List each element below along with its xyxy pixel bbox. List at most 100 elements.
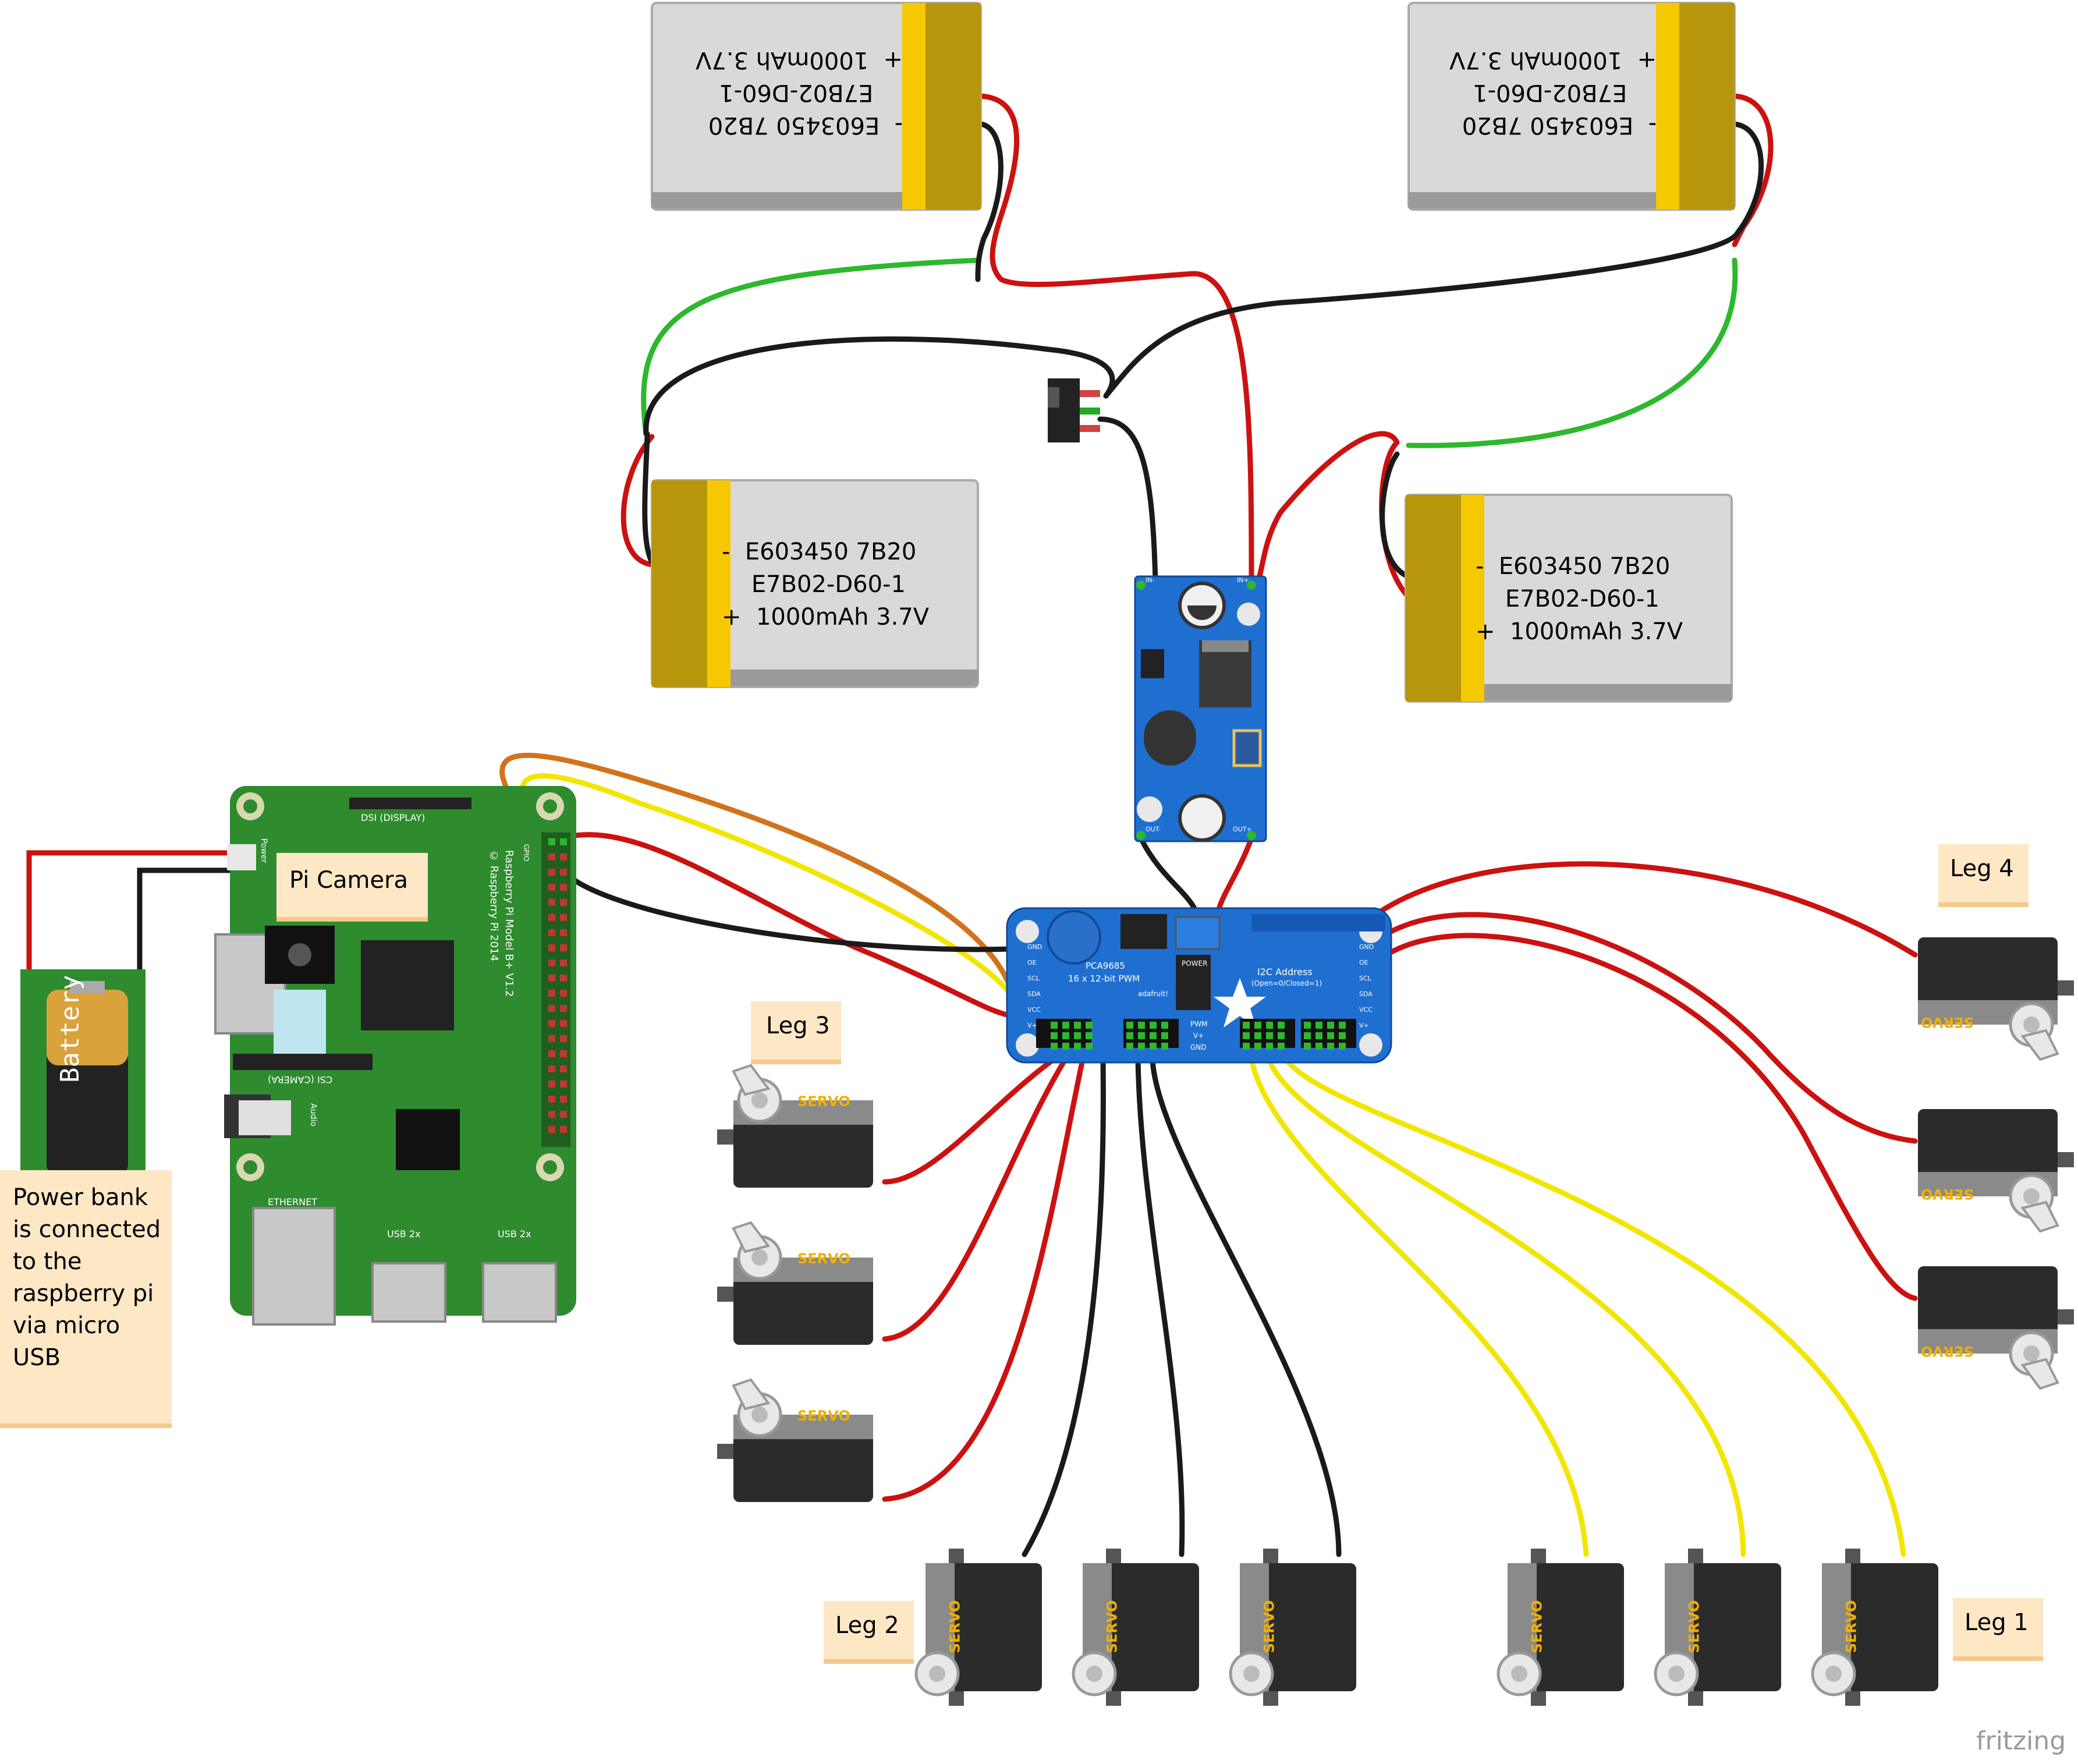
servo-leg2-1 xyxy=(916,1549,1042,1706)
battery-word: Battery xyxy=(55,975,85,1083)
slide-switch xyxy=(1048,378,1100,442)
pwm-subtitle-label: 16 x 12-bit PWM xyxy=(1068,973,1140,984)
gpio-pin xyxy=(548,929,555,936)
leg1-note: Leg 1 xyxy=(1953,1598,2043,1656)
servo-label: SERVO xyxy=(797,1251,850,1267)
pwm-pin xyxy=(1304,1043,1311,1050)
gpio-pin xyxy=(560,1065,567,1072)
gpio-pin xyxy=(560,1005,567,1012)
pwm-brand-label: adafruit! xyxy=(1138,990,1168,998)
pwm-pin-label: V+ xyxy=(1027,1022,1037,1029)
gpio-pin xyxy=(548,1005,555,1012)
pi-audio-label: Audio xyxy=(308,1103,318,1127)
wire-red-b4 xyxy=(1254,431,1400,585)
pwm-pin xyxy=(1126,1022,1133,1029)
pwm-pin xyxy=(1327,1043,1334,1050)
servo-leg4-2 xyxy=(1918,1109,2074,1231)
gpio-pin xyxy=(548,1126,555,1133)
servo-leg2-3 xyxy=(1231,1549,1356,1706)
pwm-i2c-label: I2C Address xyxy=(1257,966,1313,977)
gpio-pin xyxy=(548,914,555,921)
pwm-pin xyxy=(1266,1022,1273,1029)
gpio-pin xyxy=(560,1035,567,1042)
leg2-note: Leg 2 xyxy=(824,1601,914,1659)
gpio-pin xyxy=(548,959,555,966)
pwm-pin xyxy=(1278,1043,1285,1050)
gpio-pin xyxy=(548,884,555,891)
gpio-pin xyxy=(560,838,567,845)
servo-label: SERVO xyxy=(1686,1600,1703,1653)
gpio-pin xyxy=(560,959,567,966)
pwm-pin-label: SCL xyxy=(1359,975,1371,982)
pwm-pin xyxy=(1339,1022,1346,1029)
pwm-pin-label: GND xyxy=(1027,943,1042,951)
gpio-pin xyxy=(548,1020,555,1027)
gpio-pin xyxy=(560,1111,567,1118)
battery-top-right-label: - E603450 7B20 E7B02-D60-1 + 1000mAh 3.7… xyxy=(1449,47,1657,139)
pi-copyright-text: © Raspberry Pi 2014 xyxy=(488,850,500,962)
wire-black-b3 xyxy=(642,431,655,565)
leg4-label: Leg 4 xyxy=(1950,855,2014,882)
pwm-pin-label: GND xyxy=(1359,943,1374,951)
pwm-rail-gnd: GND xyxy=(1190,1043,1207,1051)
wire-black-b4 xyxy=(1380,451,1423,582)
pwm-pin xyxy=(1315,1022,1322,1029)
pwm-pin-label: VCC xyxy=(1027,1006,1041,1014)
wire-red-b1 xyxy=(978,93,1254,585)
reg-out-plus: OUT+ xyxy=(1233,826,1252,833)
pwm-pin xyxy=(1150,1043,1157,1050)
gpio-pin xyxy=(560,944,567,951)
battery-top-left xyxy=(651,2,982,211)
gpio-pin xyxy=(560,899,567,906)
servo-leg1-1 xyxy=(1498,1549,1624,1706)
gpio-pin xyxy=(548,1050,555,1057)
battery-top-left-label: - E603450 7B20 E7B02-D60-1 + 1000mAh 3.7… xyxy=(696,47,903,139)
wire-black-switch xyxy=(643,336,1115,437)
pwm-pin xyxy=(1138,1043,1145,1050)
pi-power-label: Power xyxy=(259,838,268,863)
wire-red-leg3-1 xyxy=(882,1057,1056,1185)
wire-black-leg2-2 xyxy=(1135,1057,1185,1557)
gpio-pin xyxy=(560,884,567,891)
leg1-label: Leg 1 xyxy=(1964,1609,2029,1636)
wire-red-leg4-2 xyxy=(1336,912,1918,1144)
battery-mid-right xyxy=(1405,494,1733,703)
pwm-pin xyxy=(1327,1032,1334,1039)
pwm-pin-label: V+ xyxy=(1359,1022,1369,1029)
gpio-pin xyxy=(560,929,567,936)
pwm-pin-label: OE xyxy=(1359,959,1368,966)
wire-black-leg2-3 xyxy=(1150,1057,1342,1557)
pwm-pin xyxy=(1074,1022,1081,1029)
wire-red-b2 xyxy=(1732,93,1774,247)
leg4-note: Leg 4 xyxy=(1938,844,2029,902)
pwm-pin xyxy=(1086,1032,1093,1039)
pwm-pin xyxy=(1150,1022,1157,1029)
pwm-pin xyxy=(1126,1032,1133,1039)
reg-out-minus: OUT- xyxy=(1146,826,1161,833)
gpio-pin xyxy=(548,1111,555,1118)
pwm-pin xyxy=(1161,1022,1168,1029)
pwm-pin xyxy=(1051,1043,1058,1050)
gpio-pin xyxy=(560,990,567,997)
wire-black-b2 xyxy=(1103,121,1764,399)
pwm-pin xyxy=(1254,1022,1261,1029)
pwm-rail-vplus: V+ xyxy=(1193,1032,1204,1040)
pwm-servo-headers xyxy=(1051,1022,1346,1050)
pwm-pin-label: OE xyxy=(1027,959,1037,966)
pwm-pin xyxy=(1138,1032,1145,1039)
pwm-pin xyxy=(1339,1043,1346,1050)
raspberry-pi-board xyxy=(214,786,576,1326)
reg-in-plus: IN+ xyxy=(1237,576,1249,584)
pi-dsi-label: DSI (DISPLAY) xyxy=(361,812,425,823)
fritzing-watermark: fritzing xyxy=(1976,1726,2066,1756)
servo-label: SERVO xyxy=(797,1093,850,1110)
pwm-pin-label: SDA xyxy=(1359,990,1373,998)
wire-red-5v xyxy=(559,832,1016,1019)
pwm-i2c-sub-label: (Open=0/Closed=1) xyxy=(1251,979,1322,987)
wire-yellow-leg1-1 xyxy=(1249,1057,1589,1557)
pwm-pin xyxy=(1161,1043,1168,1050)
pwm-rail-pwm: PWM xyxy=(1190,1020,1208,1028)
pi-usb1-label: USB 2x xyxy=(387,1228,421,1239)
wire-green-2 xyxy=(1406,257,1738,448)
servo-leg2-2 xyxy=(1073,1549,1199,1706)
